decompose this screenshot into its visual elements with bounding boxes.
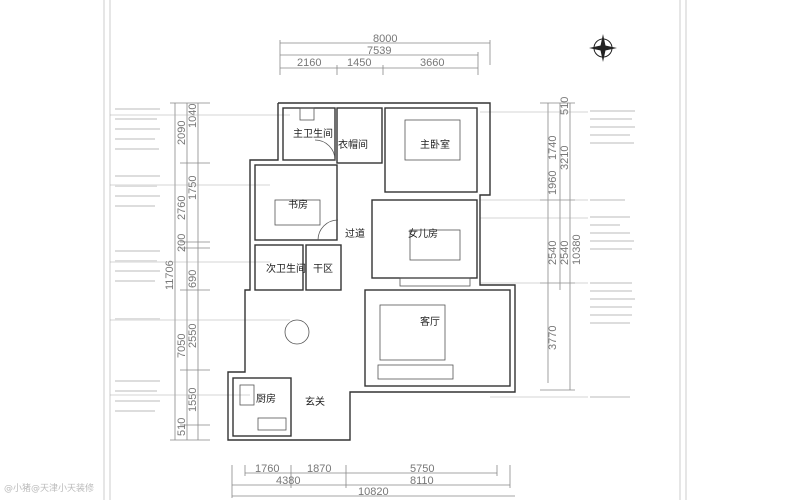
dim-left-total: 11706 — [164, 260, 176, 290]
dim-left-inner: 1750 — [187, 176, 199, 200]
dim-bottom-mid: 8110 — [410, 475, 434, 487]
dim-top-seg: 2160 — [297, 57, 321, 69]
watermark: @小猪@天津小天装修 — [4, 484, 95, 494]
dim-left-inner: 2550 — [187, 324, 199, 348]
dim-top-inner: 7539 — [367, 45, 391, 57]
dim-right-inner: 1960 — [547, 171, 559, 195]
right-annotations — [480, 110, 635, 398]
top-dimensions — [279, 40, 491, 75]
dim-right-outer: 3210 — [559, 146, 571, 170]
dim-left-outer: 510 — [176, 418, 188, 436]
dim-right-inner: 1740 — [547, 136, 559, 160]
dim-left-outer: 200 — [176, 234, 188, 252]
furniture — [239, 107, 471, 431]
room-label-living-room: 客厅 — [420, 315, 440, 328]
dim-top-total: 8000 — [373, 33, 397, 45]
room-label-dry-area: 干区 — [313, 263, 333, 275]
bottom-dimensions — [231, 465, 515, 498]
dim-bottom-total: 10820 — [358, 486, 389, 498]
dim-right-outer: 10380 — [571, 234, 583, 265]
left-annotations — [110, 108, 290, 412]
dim-left-inner: 690 — [187, 270, 199, 288]
room-label-second-bath: 次卫生间 — [266, 262, 306, 275]
walls — [227, 102, 516, 441]
room-label-kitchen: 厨房 — [256, 392, 276, 405]
room-label-entrance: 玄关 — [305, 395, 325, 408]
dim-left-outer: 2090 — [176, 121, 188, 145]
dim-left-outer: 7050 — [176, 334, 188, 358]
dim-right-inner: 2540 — [559, 241, 571, 265]
dim-left-inner: 1550 — [187, 388, 199, 412]
dim-top-seg: 1450 — [347, 57, 371, 69]
room-label-master-bath: 主卫生间 — [293, 127, 333, 140]
dim-bottom-seg: 5750 — [410, 463, 434, 475]
dim-right-inner: 3770 — [547, 326, 559, 350]
page-frame — [103, 0, 687, 500]
dim-top-seg: 3660 — [420, 57, 444, 69]
dim-bottom-seg: 1870 — [307, 463, 331, 475]
dim-left-outer: 2760 — [176, 196, 188, 220]
room-label-study: 书房 — [288, 198, 308, 211]
room-label-master-bedroom: 主卧室 — [420, 138, 450, 151]
north-arrow-icon — [589, 34, 617, 62]
dim-bottom-seg: 1760 — [255, 463, 279, 475]
left-dimensions — [170, 102, 210, 441]
dim-bottom-mid: 4380 — [276, 475, 300, 487]
dim-right-outer: 510 — [559, 97, 571, 115]
room-label-daughter-room: 女儿房 — [408, 227, 438, 240]
dim-left-inner: 1040 — [187, 104, 199, 128]
room-label-closet: 衣帽间 — [338, 138, 368, 151]
dim-right-inner: 2540 — [547, 241, 559, 265]
room-label-corridor: 过道 — [345, 227, 365, 240]
